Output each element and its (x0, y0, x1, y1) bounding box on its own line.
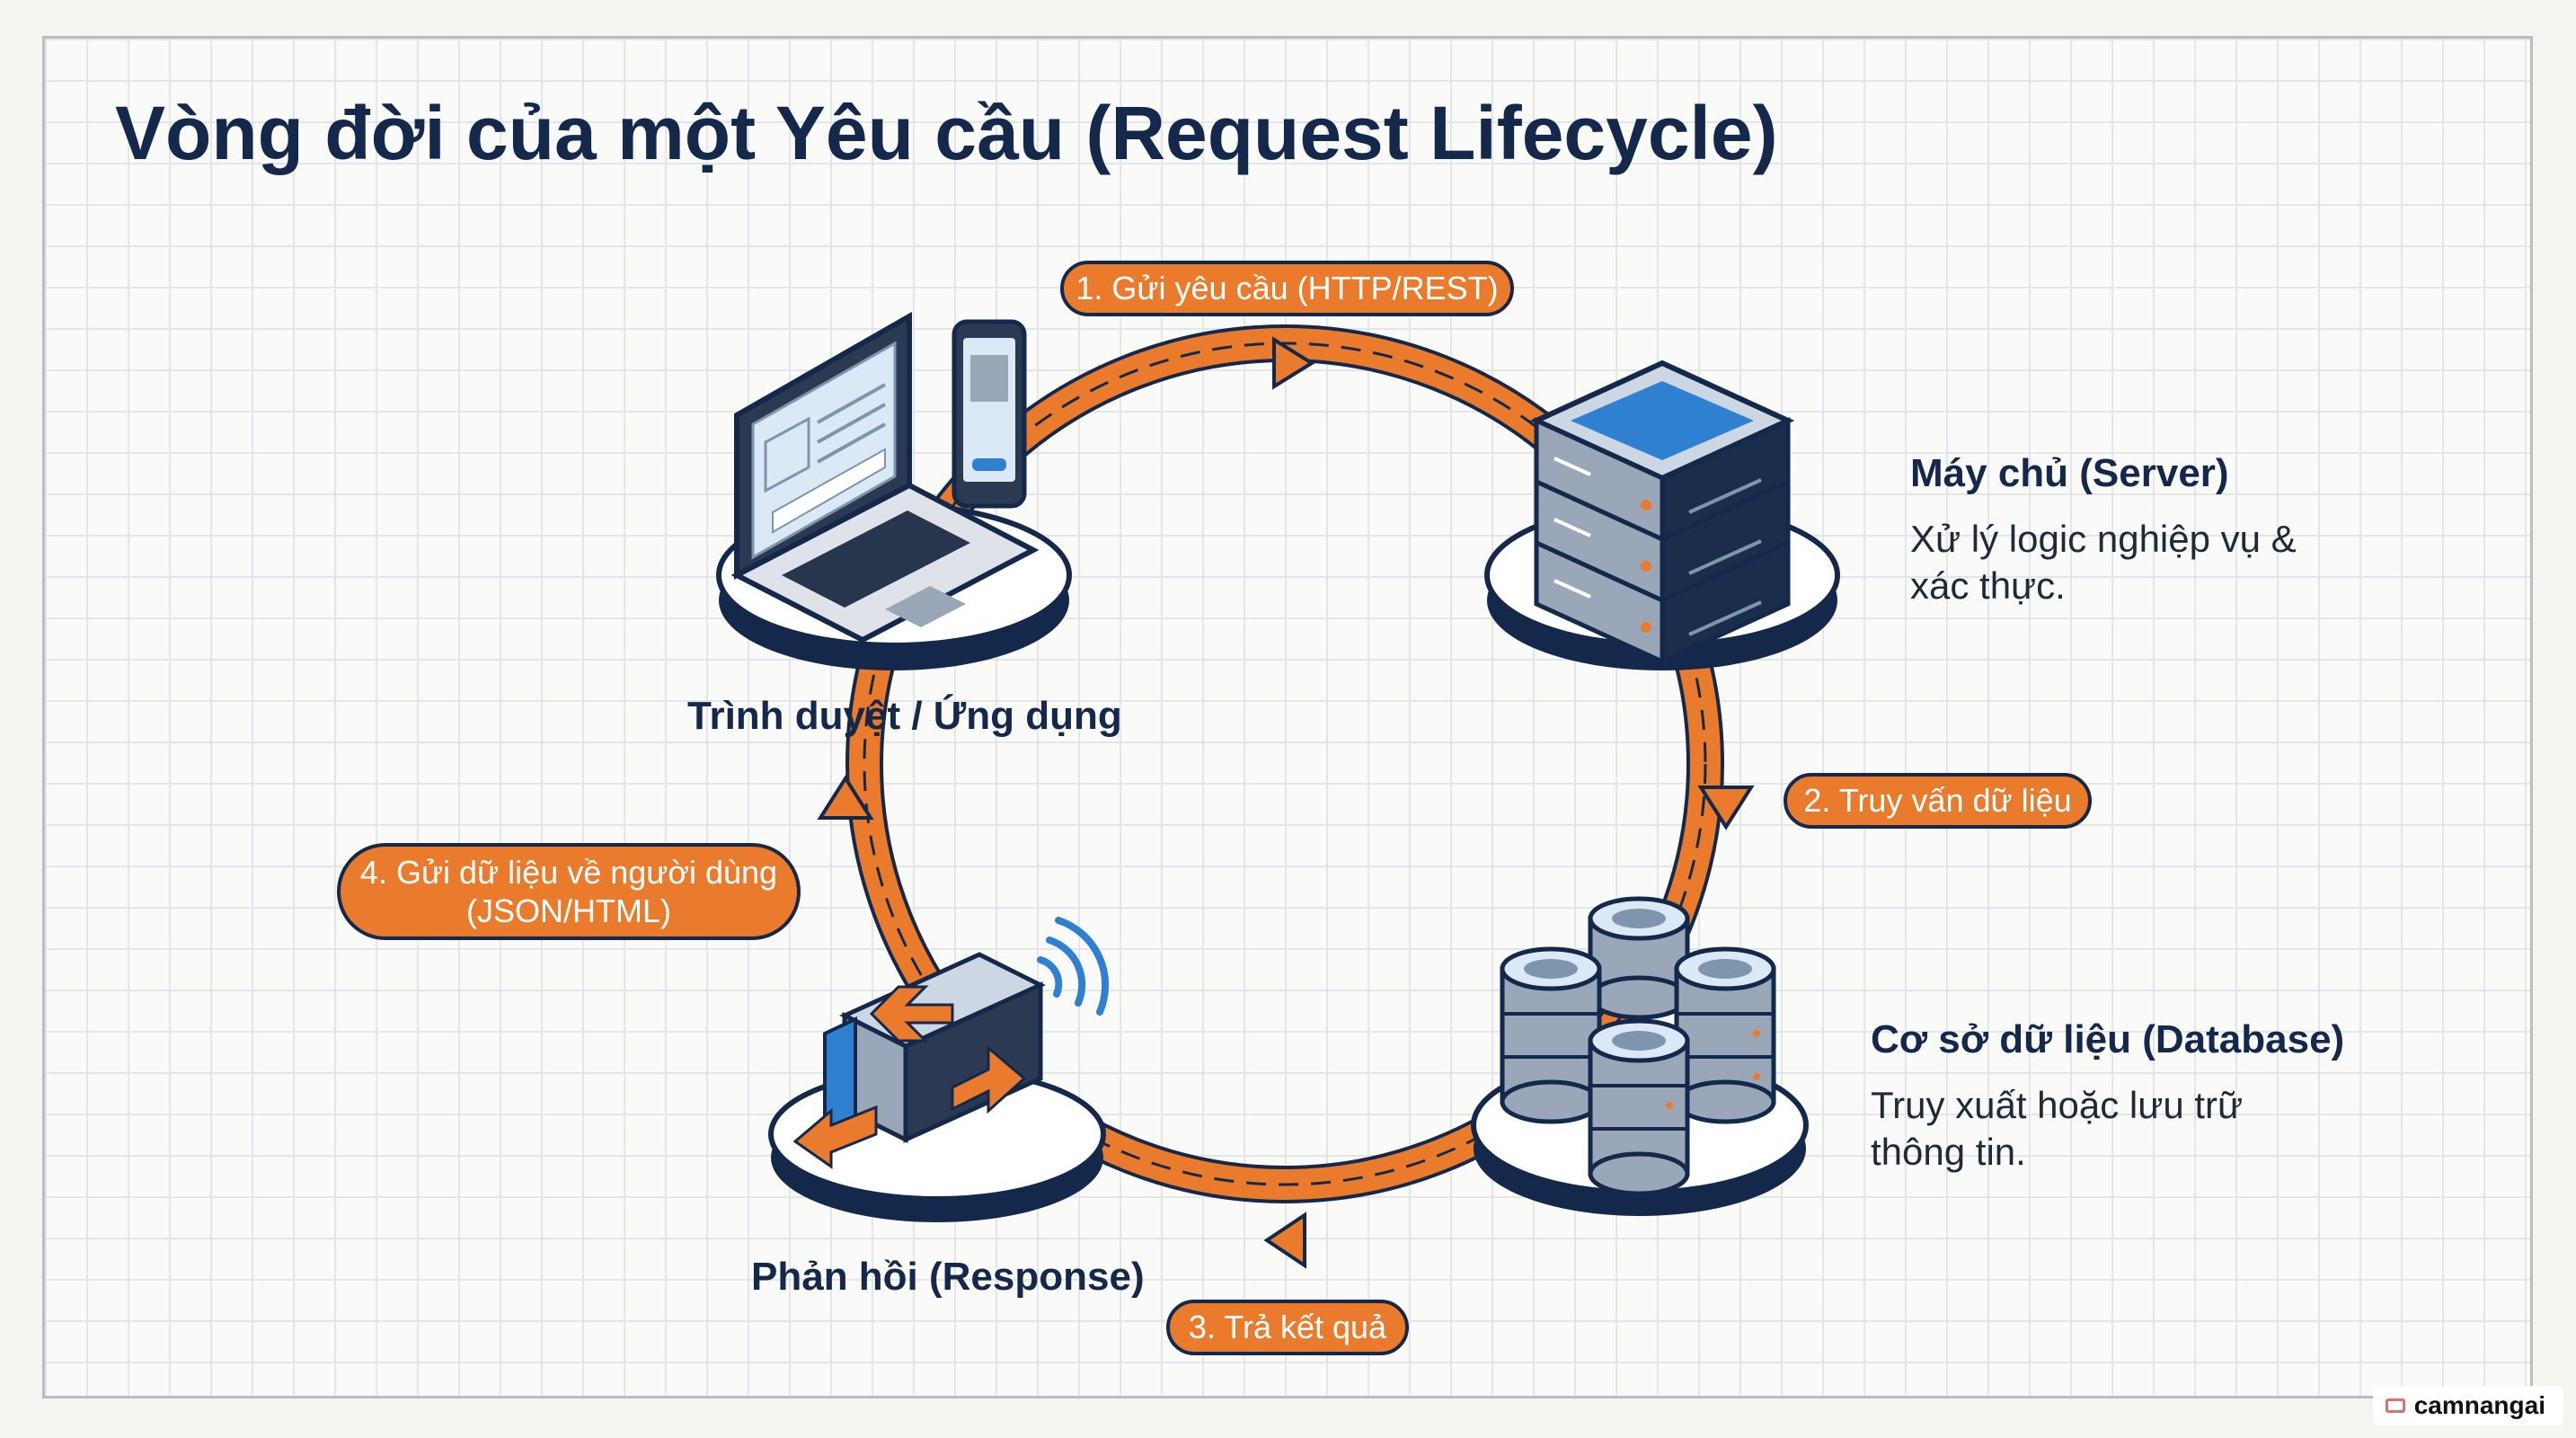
step-1-label: 1. Gửi yêu cầu (HTTP/REST) (1060, 261, 1514, 316)
server-description: Xử lý logic nghiệp vụ & xác thực. (1910, 516, 2297, 609)
server-desc-line1: Xử lý logic nghiệp vụ & (1910, 518, 2297, 560)
database-title: Cơ sở dữ liệu (Database) (1871, 1017, 2345, 1061)
database-desc-line2: thông tin. (1871, 1131, 2026, 1173)
laptop-phone-icon (730, 311, 1040, 644)
step-3-text: 3. Trả kết quả (1188, 1309, 1387, 1346)
arrow-step-4 (817, 775, 874, 820)
step-2-label: 2. Truy vấn dữ liệu (1784, 773, 2092, 829)
server-title: Máy chủ (Server) (1910, 451, 2229, 495)
step-3-label: 3. Trả kết quả (1166, 1300, 1409, 1355)
arrow-step-3 (1263, 1212, 1306, 1269)
response-label: Phản hồi (Response) (751, 1255, 1145, 1299)
watermark-text: camnangai (2413, 1391, 2545, 1419)
client-label: Trình duyệt / Ứng dụng (687, 694, 1122, 738)
database-icon (1500, 896, 1776, 1196)
step-2-text: 2. Truy vấn dữ liệu (1803, 782, 2072, 820)
step-4-text-line1: 4. Gửi dữ liệu về người dùng (359, 853, 778, 891)
step-4-text-line2: (JSON/HTML) (466, 892, 671, 929)
cycle-ring (845, 324, 1724, 1203)
database-description: Truy xuất hoặc lưu trữ thông tin. (1871, 1082, 2243, 1176)
step-1-text: 1. Gửi yêu cầu (HTTP/REST) (1076, 270, 1499, 307)
server-rack-icon (1529, 360, 1795, 665)
arrow-step-1 (1272, 336, 1315, 390)
book-icon (2385, 1398, 2405, 1413)
watermark-badge: camnangai (2372, 1386, 2563, 1425)
arrow-step-2 (1697, 786, 1755, 830)
response-transfer-icon (792, 917, 1110, 1169)
server-desc-line2: xác thực. (1910, 564, 2066, 607)
step-4-label: 4. Gửi dữ liệu về người dùng (JSON/HTML) (337, 843, 801, 940)
page-title: Vòng đời của một Yêu cầu (Request Lifecy… (115, 91, 1778, 175)
database-desc-line1: Truy xuất hoặc lưu trữ (1871, 1084, 2244, 1126)
